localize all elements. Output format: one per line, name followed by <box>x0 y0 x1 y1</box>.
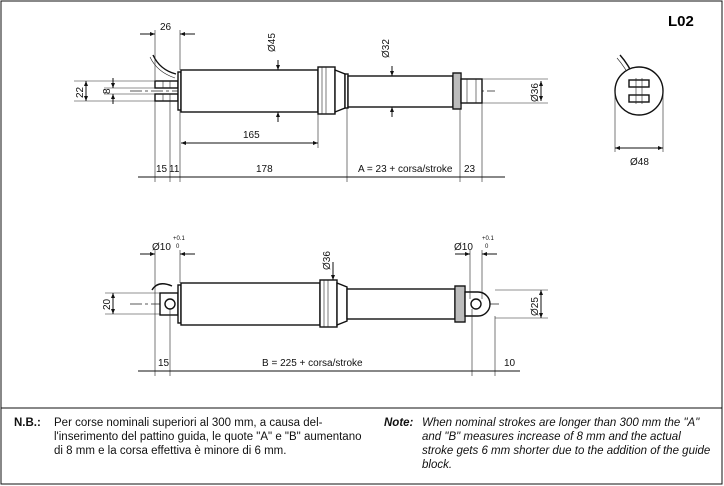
tol-right-lower: 0 <box>485 244 489 250</box>
note-italian-text: Per corse nominali superiori al 300 mm, … <box>54 417 362 457</box>
rod <box>347 75 454 108</box>
dim-165: 165 <box>243 130 260 141</box>
end-view: Ø48 <box>614 54 664 168</box>
note-english-text: When nominal strokes are longer than 300… <box>422 417 711 471</box>
motor-body <box>180 69 319 113</box>
dim-23: 23 <box>464 164 476 175</box>
dim-A: A = 23 + corsa/stroke <box>358 164 453 175</box>
dim-phi48: Ø48 <box>630 157 649 168</box>
cable-edge <box>149 56 176 79</box>
drawing-code: L02 <box>668 13 694 30</box>
dim-178: 178 <box>256 164 273 175</box>
dim-11: 11 <box>169 164 180 175</box>
note-italian: N.B.: Per corse nominali superiori al 300… <box>14 416 384 458</box>
dim-15: 15 <box>156 164 168 175</box>
tol-left-upper: +0.1 <box>173 236 186 242</box>
collar <box>319 279 338 328</box>
clevis-lug-upper <box>154 80 179 89</box>
taper <box>334 68 346 114</box>
tol-left-lower: 0 <box>176 244 180 250</box>
note-english: Note: When nominal strokes are longer tha… <box>384 416 714 472</box>
bottom-view-dimensions: Ø10 +0.1 0 Ø36 Ø10 +0.1 0 20 Ø25 15 B = … <box>102 236 548 376</box>
dim-10: 10 <box>504 358 516 369</box>
collar <box>317 66 336 115</box>
dim-phi32: Ø32 <box>381 39 392 58</box>
dim-8: 8 <box>102 88 113 94</box>
dim-phi25: Ø25 <box>530 297 541 316</box>
dim-22: 22 <box>75 86 86 98</box>
note-italian-label: N.B.: <box>14 417 41 429</box>
bottom-view-actuator <box>130 279 500 328</box>
dim-phi10-right: Ø10 <box>454 242 473 253</box>
tol-right-upper: +0.1 <box>482 236 495 242</box>
dim-phi10-left: Ø10 <box>152 242 171 253</box>
top-view-dimensions: 26 Ø45 Ø32 Ø36 22 8 165 15 11 178 A = 23… <box>74 22 548 182</box>
end-fitting <box>460 78 483 104</box>
dim-20: 20 <box>102 298 113 310</box>
clevis-lug-lower <box>154 93 179 102</box>
rod <box>346 288 456 320</box>
note-english-label: Note: <box>384 417 414 429</box>
motor-body <box>180 282 321 326</box>
dim-B: B = 225 + corsa/stroke <box>262 358 363 369</box>
dim-phi45: Ø45 <box>267 33 278 52</box>
cable <box>152 54 177 75</box>
dim-phi36: Ø36 <box>322 251 333 270</box>
dim-26: 26 <box>160 22 172 33</box>
top-view-actuator <box>130 54 495 115</box>
dim-15: 15 <box>158 358 170 369</box>
knurled-nut <box>454 285 466 323</box>
dim-phi36: Ø36 <box>530 83 541 102</box>
